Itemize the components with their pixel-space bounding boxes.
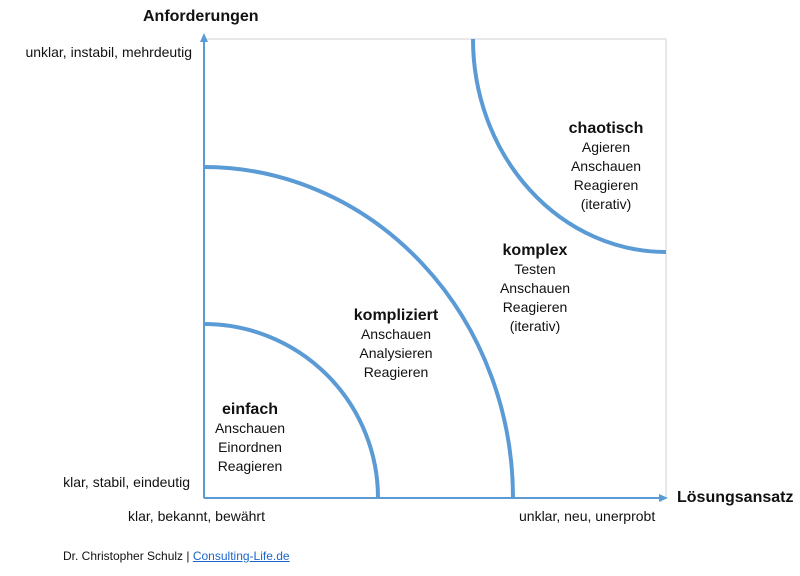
zone-komplex: komplex Testen Anschauen Reagieren (iter… <box>475 241 595 336</box>
footer-author: Dr. Christopher Schulz | <box>63 549 190 563</box>
zone-step: Einordnen <box>218 439 282 455</box>
arc-kompliziert-boundary <box>203 165 515 499</box>
zone-step: Anschauen <box>360 326 432 342</box>
zone-step: Reagieren <box>363 364 429 380</box>
zone-step: Agieren <box>581 139 631 155</box>
zone-step: Reagieren <box>217 458 283 474</box>
zone-step: (iterativ) <box>509 318 561 334</box>
y-axis-arrow-icon <box>200 33 208 42</box>
zone-title: kompliziert <box>353 307 439 324</box>
zone-einfach: einfach Anschauen Einordnen Reagieren <box>200 400 300 476</box>
arc-einfach-boundary <box>203 322 380 499</box>
arc-chaotisch-boundary <box>471 38 667 254</box>
zone-step: Anschauen <box>499 280 571 296</box>
x-axis-arrow-icon <box>659 494 668 502</box>
footer: Dr. Christopher Schulz | Consulting-Life… <box>63 549 290 563</box>
zone-title: einfach <box>221 401 278 418</box>
x-axis-high-label: unklar, neu, unerprobt <box>519 508 656 524</box>
footer-link[interactable]: Consulting-Life.de <box>192 549 290 563</box>
zone-step: (iterativ) <box>580 196 632 212</box>
zone-step: Anschauen <box>570 158 642 174</box>
y-axis-low-label: klar, stabil, eindeutig <box>63 474 190 490</box>
x-axis-low-label: klar, bekannt, bewährt <box>128 508 265 524</box>
x-axis-title: Lösungsansatz <box>677 489 794 506</box>
zone-chaotisch: chaotisch Agieren Anschauen Reagieren (i… <box>546 119 666 214</box>
y-axis-high-label: unklar, instabil, mehrdeutig <box>25 44 192 60</box>
zone-step: Anschauen <box>214 420 286 436</box>
zone-kompliziert: kompliziert Anschauen Analysieren Reagie… <box>336 306 456 382</box>
zone-step: Analysieren <box>359 345 433 361</box>
zone-step: Reagieren <box>502 299 568 315</box>
zone-step: Reagieren <box>573 177 639 193</box>
zone-title: komplex <box>502 242 568 259</box>
zone-title: chaotisch <box>568 120 644 137</box>
y-axis-title: Anforderungen <box>143 8 259 25</box>
zone-step: Testen <box>514 261 556 277</box>
